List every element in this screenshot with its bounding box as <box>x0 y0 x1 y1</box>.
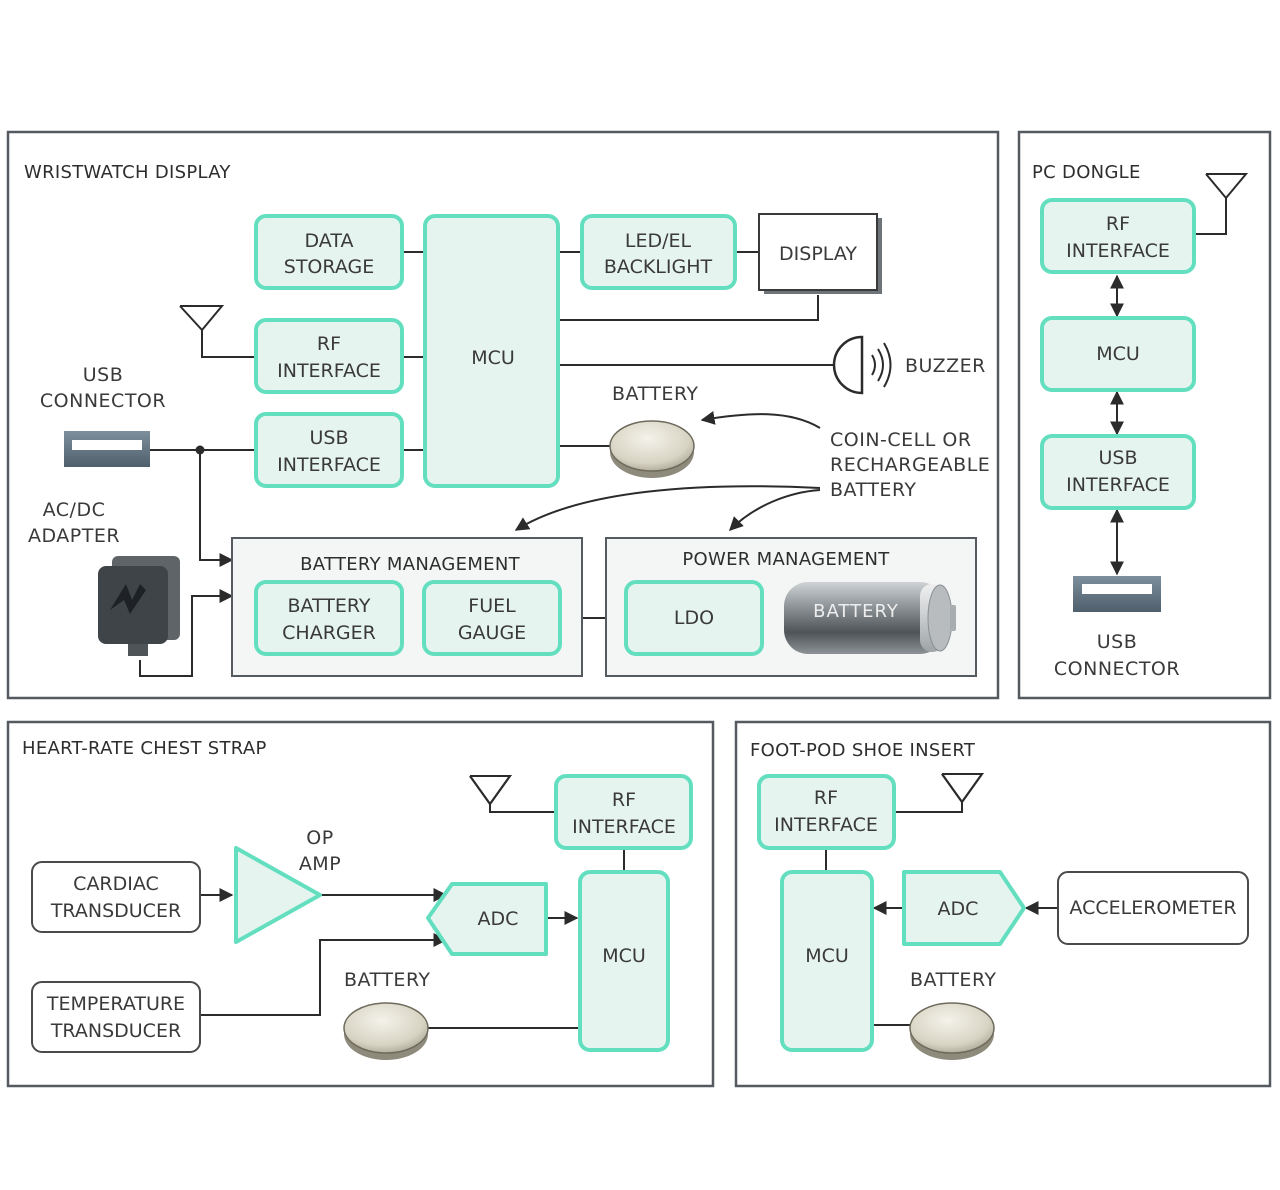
usb-connector-label-1: USB <box>1097 631 1138 653</box>
ac-dc-adapter-label-2: ADAPTER <box>28 525 120 547</box>
backlight-label-1: LED/EL <box>625 230 692 252</box>
coin-battery-icon <box>909 1002 995 1060</box>
cylinder-battery-label: BATTERY <box>813 601 899 622</box>
usb-connector-label-1: USB <box>83 364 124 386</box>
data-storage-label-1: DATA <box>305 230 354 252</box>
battery-management-title: BATTERY MANAGEMENT <box>300 554 520 575</box>
wristwatch-title: WRISTWATCH DISPLAY <box>24 162 231 183</box>
cardiac-transducer-block: CARDIAC TRANSDUCER <box>31 861 201 933</box>
usb-interface-block: USB INTERFACE <box>1040 434 1196 510</box>
ac-dc-adapter-label-1: AC/DC <box>43 499 106 521</box>
rf-interface-label-1: RF <box>1106 213 1130 235</box>
ldo-label: LDO <box>674 607 714 629</box>
temperature-transducer-block: TEMPERATURE TRANSDUCER <box>31 981 201 1053</box>
antenna-icon <box>469 775 512 806</box>
rf-interface-label-2: INTERFACE <box>572 816 676 838</box>
op-amp-icon <box>234 846 322 944</box>
antenna-icon <box>941 773 984 804</box>
battery-label: BATTERY <box>612 383 699 405</box>
foot-pod-panel: FOOT-POD SHOE INSERT RF INTERFACE ADC AC… <box>734 720 1272 1088</box>
battery-charger-label-2: CHARGER <box>282 622 376 644</box>
rf-interface-block: RF INTERFACE <box>1040 198 1196 274</box>
chest-strap-panel: HEART-RATE CHEST STRAP RF INTERFACE OP A… <box>6 720 715 1088</box>
wristwatch-wires <box>139 251 836 677</box>
op-amp-label-2: AMP <box>299 853 341 875</box>
usb-interface-label-2: INTERFACE <box>277 454 381 476</box>
mcu-label: MCU <box>602 945 646 967</box>
display-block: DISPLAY <box>758 213 882 294</box>
mcu-block: MCU <box>578 870 670 1052</box>
rf-interface-block: RF INTERFACE <box>554 774 693 850</box>
usb-interface-block: USB INTERFACE <box>254 412 404 488</box>
pc-dongle-wires <box>1110 198 1227 576</box>
rf-interface-label-2: INTERFACE <box>1066 240 1170 262</box>
usb-connector-label-2: CONNECTOR <box>1054 658 1180 680</box>
rf-interface-label-1: RF <box>814 787 838 809</box>
antenna-icon <box>179 305 225 332</box>
usb-connector-label-2: CONNECTOR <box>40 390 166 412</box>
battery-management-group: BATTERY MANAGEMENT BATTERY CHARGER FUEL … <box>231 537 583 677</box>
usb-interface-label-1: USB <box>309 427 348 449</box>
usb-interface-label-1: USB <box>1098 447 1137 469</box>
backlight-label-2: BACKLIGHT <box>604 256 713 278</box>
fuel-gauge-block: FUEL GAUGE <box>422 580 562 656</box>
mcu-block: MCU <box>780 870 874 1052</box>
battery-label: BATTERY <box>344 969 431 991</box>
temperature-transducer-label-1: TEMPERATURE <box>46 993 185 1015</box>
adc-label: ADC <box>938 898 979 920</box>
mcu-label: MCU <box>1096 343 1140 365</box>
antenna-icon <box>1205 173 1249 200</box>
op-amp-label-1: OP <box>306 827 333 849</box>
coin-battery-icon <box>343 1002 429 1060</box>
buzzer-icon <box>832 335 892 395</box>
usb-interface-label-2: INTERFACE <box>1066 474 1170 496</box>
rf-interface-label-2: INTERFACE <box>277 360 381 382</box>
cylinder-battery-icon: BATTERY <box>784 582 956 654</box>
coin-cell-note-1: COIN-CELL OR <box>830 429 972 451</box>
power-management-group: POWER MANAGEMENT LDO BATTERY <box>605 537 977 677</box>
cardiac-transducer-label-2: TRANSDUCER <box>50 900 181 922</box>
mcu-label: MCU <box>805 945 849 967</box>
usb-connector-icon <box>64 431 150 467</box>
battery-charger-label-1: BATTERY <box>287 595 370 617</box>
buzzer-label: BUZZER <box>905 355 986 377</box>
pc-dongle-title: PC DONGLE <box>1032 162 1141 183</box>
rf-interface-label-1: RF <box>612 789 636 811</box>
ldo-block: LDO <box>624 580 764 656</box>
mcu-block: MCU <box>1040 316 1196 392</box>
usb-connector-icon <box>1073 576 1161 612</box>
adc-block: ADC <box>902 870 1026 946</box>
battery-label: BATTERY <box>910 969 997 991</box>
wristwatch-panel: WRISTWATCH DISPLAY <box>6 130 1000 700</box>
data-storage-block: DATA STORAGE <box>254 214 404 290</box>
power-management-title: POWER MANAGEMENT <box>682 549 890 570</box>
coin-cell-note-3: BATTERY <box>830 479 917 501</box>
adc-label: ADC <box>478 908 519 930</box>
ac-adapter-icon <box>98 556 180 656</box>
coin-battery-icon <box>609 420 695 478</box>
data-storage-label-2: STORAGE <box>284 256 374 278</box>
rf-interface-label-1: RF <box>317 333 341 355</box>
battery-charger-block: BATTERY CHARGER <box>254 580 404 656</box>
rf-interface-block: RF INTERFACE <box>254 318 404 394</box>
accelerometer-block: ACCELEROMETER <box>1057 871 1249 945</box>
display-label: DISPLAY <box>779 243 857 265</box>
rf-interface-label-2: INTERFACE <box>774 814 878 836</box>
mcu-block: MCU <box>423 214 560 488</box>
adc-block: ADC <box>426 882 548 956</box>
coin-cell-note-2: RECHARGEABLE <box>830 454 990 476</box>
temperature-transducer-label-2: TRANSDUCER <box>50 1020 181 1042</box>
accelerometer-label: ACCELEROMETER <box>1069 897 1236 919</box>
fuel-gauge-label-2: GAUGE <box>458 622 526 644</box>
mcu-label: MCU <box>471 347 515 369</box>
cardiac-transducer-label-1: CARDIAC <box>73 873 159 895</box>
rf-interface-block: RF INTERFACE <box>757 774 896 850</box>
chest-strap-title: HEART-RATE CHEST STRAP <box>22 738 267 759</box>
foot-pod-title: FOOT-POD SHOE INSERT <box>750 740 976 761</box>
fuel-gauge-label-1: FUEL <box>468 595 516 617</box>
backlight-block: LED/EL BACKLIGHT <box>580 214 737 290</box>
pc-dongle-panel: PC DONGLE RF INTERFACE MCU USB INTERFACE <box>1017 130 1272 700</box>
